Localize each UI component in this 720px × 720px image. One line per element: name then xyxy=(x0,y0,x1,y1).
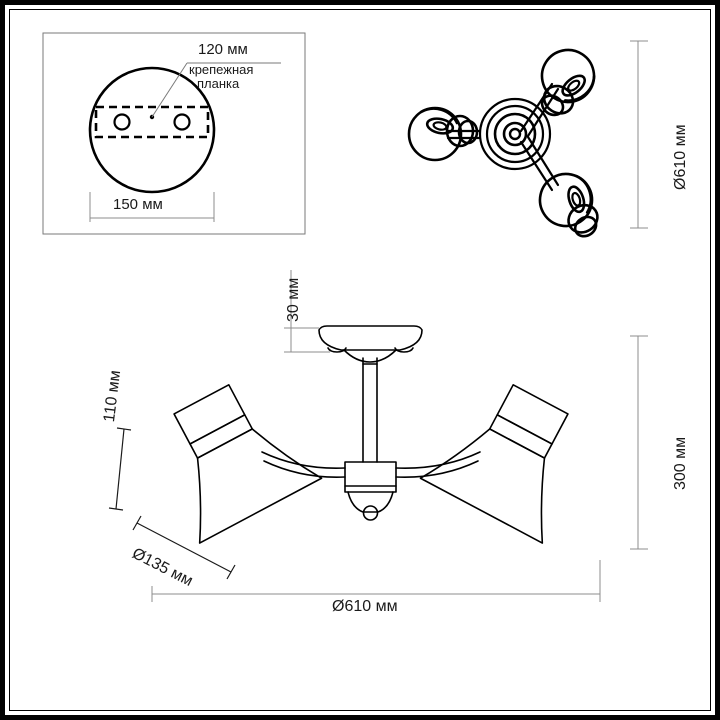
shade-inner-rim xyxy=(575,174,593,214)
dim-label-150mm: 150 мм xyxy=(113,196,163,213)
shade-inner-rim xyxy=(419,107,459,125)
fixing-plate-dashed-rect xyxy=(94,105,210,139)
dim-line xyxy=(136,522,232,573)
top-view-center-hub xyxy=(478,97,552,171)
socket-ellipse xyxy=(542,84,575,115)
mount-plate-view xyxy=(88,62,281,194)
front-view-lamp xyxy=(173,325,569,544)
arm-left-bottom xyxy=(263,460,346,478)
front-view-canopy xyxy=(318,325,423,363)
hub-ring-2 xyxy=(493,112,537,156)
tick-top xyxy=(116,427,132,431)
front-view-arm-right xyxy=(395,451,481,478)
shade-right-socket-top xyxy=(496,384,569,445)
front-view-stem xyxy=(362,357,378,463)
dim-label-610mm-bottom: Ø610 мм xyxy=(332,598,398,615)
arm-right-top xyxy=(395,451,481,469)
top-view-lamp-head-lower xyxy=(538,172,599,238)
shade-left-cone xyxy=(196,428,323,544)
callout-label-line1: крепежная xyxy=(189,62,254,77)
shade-inner-rim xyxy=(563,74,596,102)
front-view-center-body xyxy=(344,461,397,521)
dim-610-top-view xyxy=(630,40,648,229)
dim-30mm xyxy=(284,270,330,353)
hub-ring-1 xyxy=(502,121,528,147)
dim-label-300mm: 300 мм xyxy=(672,436,689,490)
tick-right xyxy=(226,564,236,580)
body-block xyxy=(344,461,397,493)
dim-110mm xyxy=(108,427,132,511)
dim-label-610mm-top: Ø610 мм xyxy=(672,124,689,190)
bulb-ellipse-outer xyxy=(567,185,586,214)
bulb-ellipse-outer xyxy=(561,74,586,97)
detail-box-frame xyxy=(42,32,306,235)
shade-left-socket-top xyxy=(173,384,246,445)
shade-right-collar xyxy=(488,414,553,459)
front-view-shade-left xyxy=(173,384,323,544)
socket-collar xyxy=(540,94,565,117)
dim-line xyxy=(115,428,125,510)
top-view-lamp-head-upper xyxy=(540,48,596,117)
canopy-circle xyxy=(88,66,216,194)
hub-center xyxy=(508,127,522,141)
dim-label-120mm: 120 мм xyxy=(198,41,248,58)
dim-150mm xyxy=(89,192,215,222)
dim-label-30mm: 30 мм xyxy=(285,277,302,322)
body-bottom-cone xyxy=(347,491,394,513)
hub-ring-4 xyxy=(478,97,552,171)
bulb-ellipse-inner xyxy=(571,191,582,207)
hub-ring-3 xyxy=(485,104,545,164)
socket-collar xyxy=(573,215,598,238)
canopy-body xyxy=(318,325,423,351)
dim-135mm xyxy=(132,515,236,580)
callout-label-line2: планка xyxy=(197,76,240,91)
tick-bottom xyxy=(108,507,124,511)
front-view-arm-left xyxy=(261,451,346,478)
finial-knob xyxy=(362,505,379,521)
dim-610-front-view xyxy=(151,560,601,602)
front-view-shade-right xyxy=(419,384,569,544)
bulb-ellipse-outer xyxy=(425,117,455,135)
arm-right-bottom xyxy=(395,460,479,478)
top-view-lamp-head-left xyxy=(407,106,479,162)
top-view-lamp xyxy=(407,48,599,238)
socket-ellipse xyxy=(567,203,599,234)
tick-left xyxy=(132,515,142,531)
socket-ellipse xyxy=(445,114,475,148)
screw-hole-right xyxy=(173,113,191,131)
top-view-arms xyxy=(446,82,560,192)
screw-hole-left xyxy=(113,113,131,131)
bulb-ellipse-inner xyxy=(432,121,448,131)
shade-left-collar xyxy=(189,414,254,459)
callout-leader-line xyxy=(151,62,188,118)
dim-300mm xyxy=(630,335,648,550)
socket-collar xyxy=(457,119,479,145)
canopy-cone xyxy=(343,349,397,363)
shade-right-cone xyxy=(419,428,546,544)
